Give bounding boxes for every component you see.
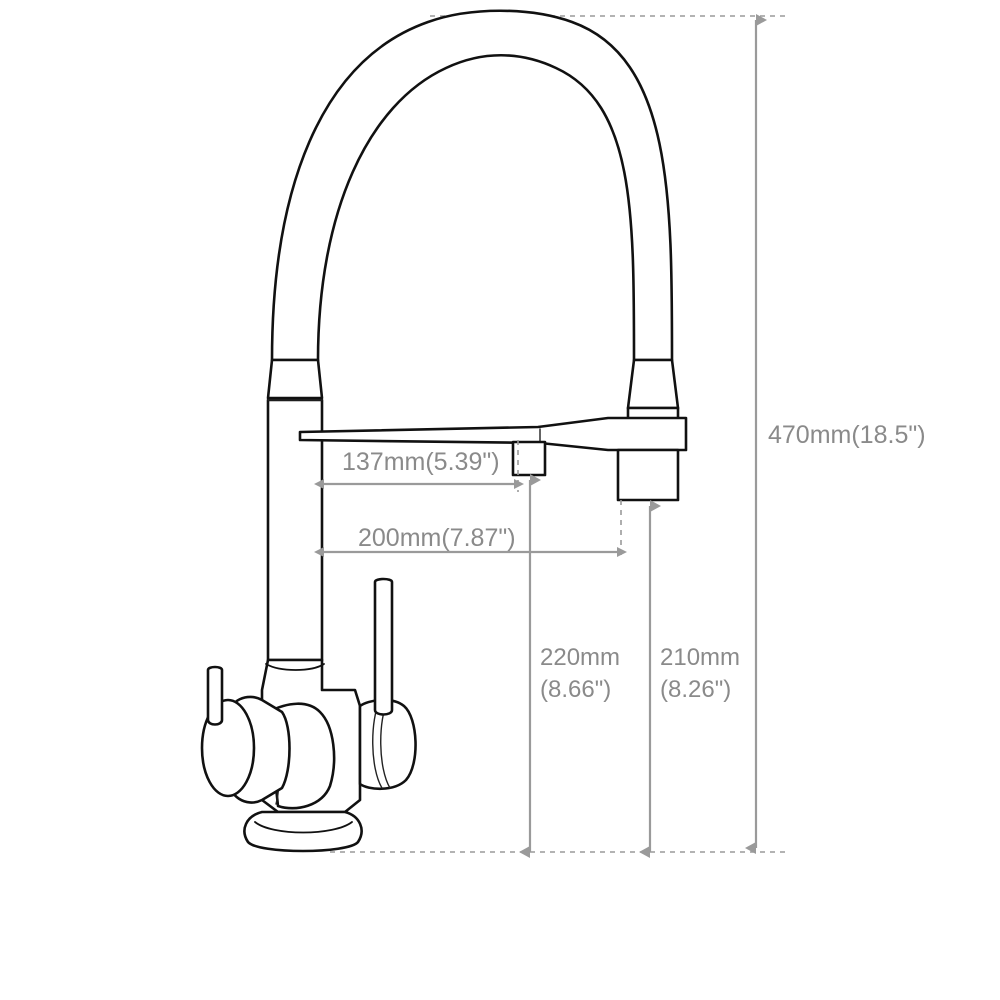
gooseneck-arch xyxy=(270,9,674,362)
dimension-reach-small-outlet: 137mm(5.39") xyxy=(314,440,524,492)
dimension-total-height: 470mm(18.5") xyxy=(745,14,926,854)
left-collar xyxy=(266,358,324,400)
filtered-outlet xyxy=(511,440,547,477)
main-nozzle xyxy=(616,448,680,502)
right-collar xyxy=(626,358,680,410)
reach-small-outlet-label: 137mm(5.39") xyxy=(342,448,500,476)
dimension-height-small-outlet: 220mm (8.66") xyxy=(519,474,620,858)
base-flange-seam xyxy=(254,821,353,834)
reach-main-spout-label: 200mm(7.87") xyxy=(358,524,516,552)
left-handle-lever xyxy=(206,665,224,726)
dimension-height-main-spout: 210mm (8.26") xyxy=(639,500,740,858)
spout-arm xyxy=(298,416,688,452)
right-handle-lever xyxy=(373,577,394,716)
height-main-spout-label-line2: (8.26") xyxy=(660,676,731,703)
total-height-label: 470mm(18.5") xyxy=(768,421,926,449)
base-flange xyxy=(243,810,363,853)
height-small-outlet-label-line2: (8.66") xyxy=(540,676,611,703)
center-body-collar xyxy=(265,663,325,671)
faucet-body xyxy=(200,9,688,853)
height-main-spout-label-line1: 210mm xyxy=(660,644,740,671)
dimension-reach-main-spout: 200mm(7.87") xyxy=(314,500,627,557)
height-small-outlet-label-line1: 220mm xyxy=(540,644,620,671)
